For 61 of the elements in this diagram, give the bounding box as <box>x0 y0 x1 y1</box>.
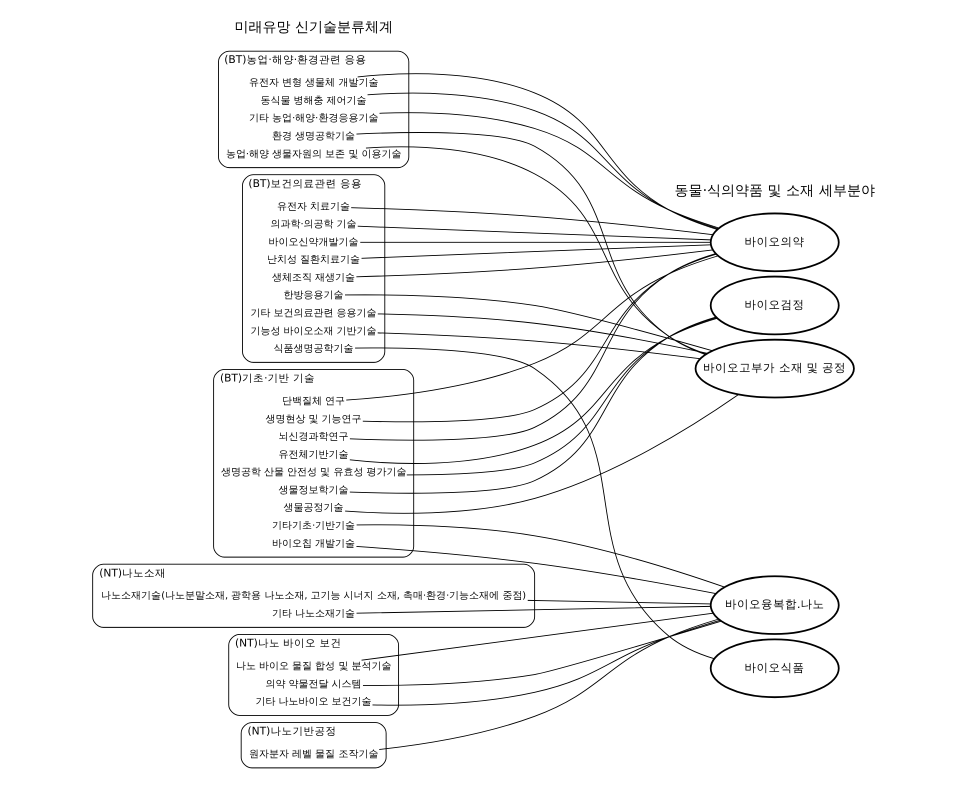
node-text: 환경 생명공학기술 <box>272 130 355 142</box>
connector <box>355 250 713 278</box>
node-text: 바이오칩 개발기술 <box>272 538 355 550</box>
node-text: 유전자 변형 생물체 개발기술 <box>248 78 378 89</box>
connector <box>378 618 718 750</box>
node-text: 뇌신경과학연구 <box>278 432 348 443</box>
node-ellipse: 바이오융복합.나노 <box>709 575 840 635</box>
connector <box>359 242 710 243</box>
node-text: 의약 약물전달 시스템 <box>265 678 362 690</box>
connector <box>344 394 738 514</box>
node-text: 생물공정기술 <box>283 502 344 514</box>
node-ellipse: 바이오의약 <box>709 212 840 272</box>
label: 미래유망 신기술분류체계 <box>234 19 392 36</box>
node-text: 동식물 병해충 제어기술 <box>260 95 366 106</box>
connector <box>356 524 724 588</box>
connector <box>378 112 719 228</box>
node-ellipse: 바이오고부가 소재 및 공정 <box>694 338 854 398</box>
label: 동물·식의약품 및 소재 세부분야 <box>674 183 874 200</box>
connector <box>356 606 710 614</box>
node-text: 농업·해양 생물자원의 보존 및 이용기술 <box>225 148 401 160</box>
node-text: 나노 바이오 물질 합성 및 분석기술 <box>235 660 391 672</box>
node-text: 기타 보건의료관련 응용기술 <box>250 308 376 319</box>
connector <box>345 255 718 401</box>
node-text: 의과학·의공학 기술 <box>270 219 356 230</box>
connector <box>356 546 716 594</box>
connector <box>360 244 711 259</box>
node-text: 생명현상 및 기능연구 <box>265 414 362 425</box>
connector <box>376 332 700 360</box>
node-text: 기타 나노소재기술 <box>272 608 355 620</box>
node-text: 기타 나노바이오 보건기술 <box>255 696 372 708</box>
node-text: 한방응용기술 <box>283 290 344 302</box>
connector <box>354 348 714 660</box>
connector <box>344 294 712 352</box>
node-text: 기타기초·기반기술 <box>272 520 355 532</box>
node-text: 기타 농업·해양·환경응용기술 <box>248 113 378 124</box>
node-text: 생체조직 재생기술 <box>272 272 355 284</box>
node-ellipse: 바이오검정 <box>709 276 840 336</box>
node-text: 바이오신약개발기술 <box>268 236 358 248</box>
node-text: 식품생명공학기술 <box>273 344 354 355</box>
connector <box>526 600 711 604</box>
node-text: 유전자 치료기술 <box>276 201 350 212</box>
connector <box>350 207 713 236</box>
connector <box>360 612 714 661</box>
node-text: 생물정보학기술 <box>278 484 348 496</box>
node-text: 단백질체 연구 <box>282 396 345 407</box>
node-text: 나노소재기술(나노분말소재, 광학용 나노소재, 고기능 시너지 소재, 촉매·환경·기능소재에 중점) <box>100 590 526 602</box>
node-text: 원자분자 레벨 물질 조작기술 <box>248 749 378 760</box>
node-text: 기능성 바이오소재 기반기술 <box>250 326 376 337</box>
connector <box>372 620 720 706</box>
node-ellipse: 바이오식품 <box>709 638 840 698</box>
connector <box>356 73 718 230</box>
node-text: 유전체기반기술 <box>278 449 348 460</box>
node-text: 생명공학 산물 안전성 및 유효성 평가기술 <box>220 467 406 478</box>
connector <box>362 620 722 686</box>
node-text: 난치성 질환치료기술 <box>266 254 360 266</box>
connector <box>376 313 708 354</box>
connector <box>406 317 716 476</box>
connector <box>356 226 711 240</box>
connector <box>348 318 717 464</box>
connector <box>348 316 716 494</box>
connector <box>366 92 718 230</box>
